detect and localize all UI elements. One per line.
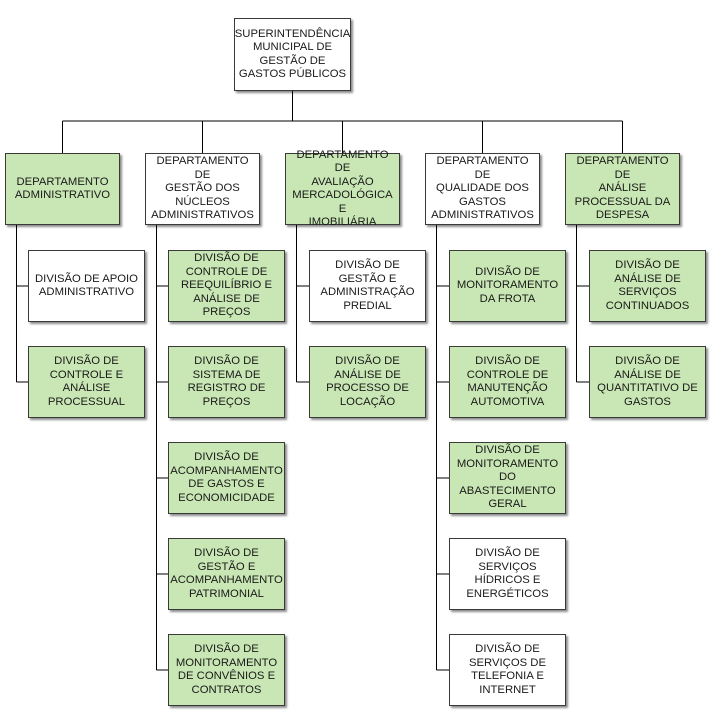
- department-node-gestao-nucleos: DEPARTAMENTO DE GESTÃO DOS NÚCLEOS ADMIN…: [145, 153, 260, 225]
- division-node-monitoramento-convenios: DIVISÃO DE MONITORAMENTO DE CONVÊNIOS E …: [168, 634, 285, 706]
- department-node-analise-despesa: DEPARTAMENTO DE ANÁLISE PROCESSUAL DA DE…: [565, 153, 680, 225]
- division-node-quantitativo-gastos: DIVISÃO DE ANÁLISE DE QUANTITATIVO DE GA…: [589, 346, 706, 418]
- division-node-acompanhamento-gastos: DIVISÃO DE ACOMPANHAMENTO DE GASTOS E EC…: [168, 442, 285, 514]
- division-node-servicos-continuados: DIVISÃO DE ANÁLISE DE SERVIÇOS CONTINUAD…: [589, 250, 706, 322]
- division-node-manutencao-automotiva: DIVISÃO DE CONTROLE DE MANUTENÇÃO AUTOMO…: [449, 346, 566, 418]
- division-node-servicos-hidricos: DIVISÃO DE SERVIÇOS HÍDRICOS E ENERGÉTIC…: [449, 538, 566, 610]
- division-node-apoio-administrativo: DIVISÃO DE APOIO ADMINISTRATIVO: [28, 250, 145, 322]
- department-node-administrativo: DEPARTAMENTO ADMINISTRATIVO: [5, 153, 120, 225]
- division-node-registro-precos: DIVISÃO DE SISTEMA DE REGISTRO DE PREÇOS: [168, 346, 285, 418]
- division-node-administracao-predial: DIVISÃO DE GESTÃO E ADMINISTRAÇÃO PREDIA…: [309, 250, 426, 322]
- department-node-qualidade-gastos: DEPARTAMENTO DE QUALIDADE DOS GASTOS ADM…: [425, 153, 540, 225]
- division-node-monitoramento-frota: DIVISÃO DE MONITORAMENTO DA FROTA: [449, 250, 566, 322]
- division-node-abastecimento-geral: DIVISÃO DE MONITORAMENTO DO ABASTECIMENT…: [449, 442, 566, 514]
- division-node-controle-analise-processual: DIVISÃO DE CONTROLE E ANÁLISE PROCESSUAL: [28, 346, 145, 418]
- division-node-processo-locacao: DIVISÃO DE ANÁLISE DE PROCESSO DE LOCAÇÃ…: [309, 346, 426, 418]
- division-node-gestao-patrimonial: DIVISÃO DE GESTÃO E ACOMPANHAMENTO PATRI…: [168, 538, 285, 610]
- division-node-reequilibrio-precos: DIVISÃO DE CONTROLE DE REEQUILÍBRIO E AN…: [168, 250, 285, 322]
- division-node-telefonia-internet: DIVISÃO DE SERVIÇOS DE TELEFONIA E INTER…: [449, 634, 566, 706]
- root-node: SUPERINTENDÊNCIA MUNICIPAL DE GESTÃO DE …: [234, 18, 351, 91]
- department-node-avaliacao-mercadologica: DEPARTAMENTO DE AVALIAÇÃO MERCADOLÓGICA …: [285, 149, 400, 228]
